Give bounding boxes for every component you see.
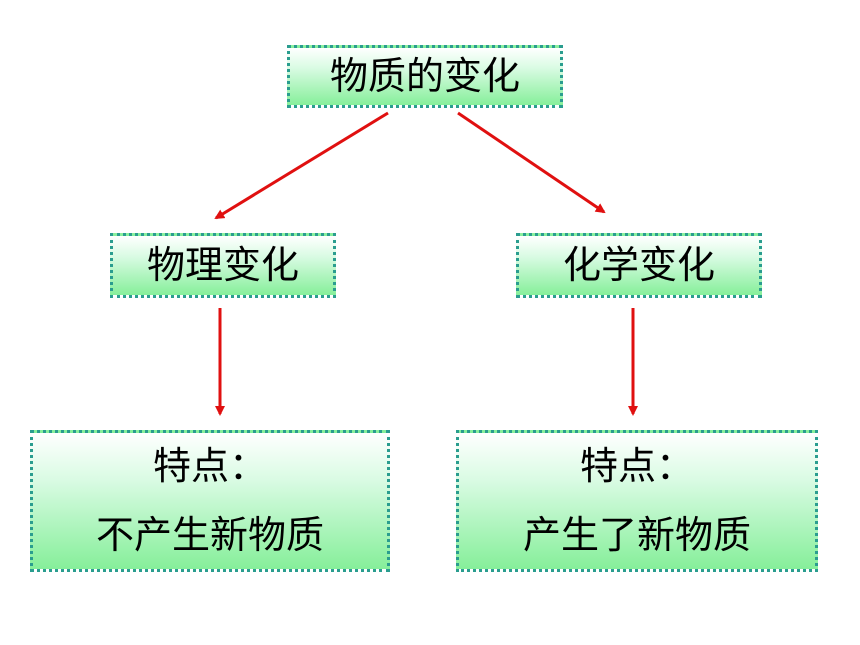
chemical-change-label: 化学变化 <box>562 242 715 287</box>
physical-feature-text: 不产生新物质 <box>95 513 324 557</box>
chemical-feature-text: 产生了新物质 <box>522 513 751 557</box>
chemical-feature-title: 特点： <box>579 443 694 488</box>
chemical-feature-node: 特点： 产生了新物质 <box>456 430 818 572</box>
physical-feature-node: 特点： 不产生新物质 <box>30 430 390 572</box>
physical-change-label: 物理变化 <box>146 242 299 287</box>
root-node: 物质的变化 <box>287 45 563 108</box>
arrow-root-to-physical <box>214 111 389 220</box>
arrow-root-to-chemical <box>457 111 606 214</box>
chemical-change-node: 化学变化 <box>516 233 762 298</box>
physical-change-node: 物理变化 <box>110 233 336 298</box>
root-label: 物质的变化 <box>329 53 520 98</box>
physical-feature-title: 特点： <box>152 443 267 488</box>
